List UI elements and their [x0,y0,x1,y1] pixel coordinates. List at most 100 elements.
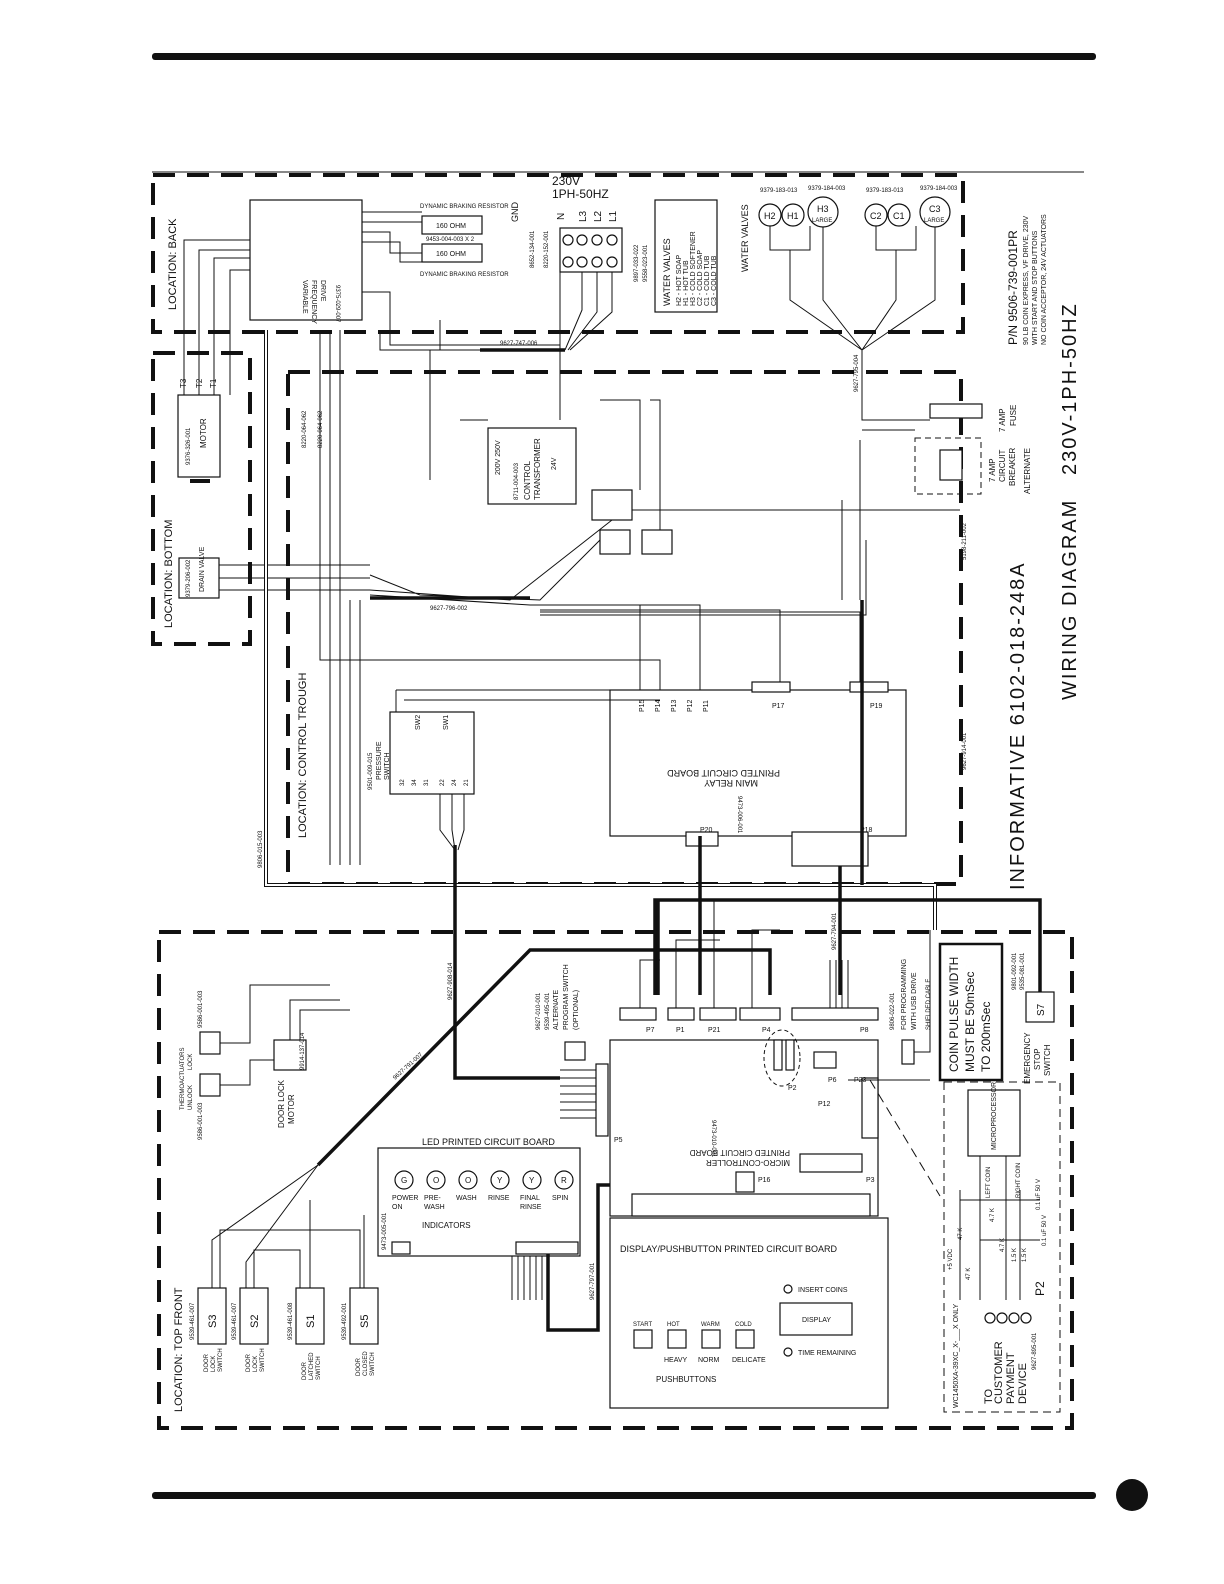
terminal-n: N [556,213,567,220]
switch-tags: S3 S2 S1 S5 [207,1315,371,1328]
valve-label-h2: H2 [764,211,776,221]
connector-p1 [667,1007,695,1021]
valve-c1 [887,203,911,227]
valve-part-2: 9379-184-003 [808,186,846,192]
switch-s5-box [349,1287,379,1345]
fuse-label-2: FUSE [1009,405,1018,426]
switch-tag-s1: S1 [305,1315,317,1328]
zone-bottom [151,351,252,646]
plug-p3: P3 [866,1177,875,1184]
alt-switch-label-2: PROGRAM SWITCH [563,964,570,1030]
switch-tag-s3: S3 [207,1315,219,1328]
vfd-label-1: VARIABLE [301,280,308,314]
plug-p19: P19 [870,703,883,710]
voltage-title: 230V-1PH-50HZ [1059,302,1081,475]
switch-wires [211,1164,365,1288]
pushbutton-top-label: START [633,1322,652,1328]
cable-795-004: 9627-795-004 [854,354,860,392]
legend-line: C2 - COLD SOAP [697,250,704,306]
led-letter: O [465,1176,471,1185]
water-valve-wires [769,226,936,351]
ps-terminal: 32 [400,779,406,786]
breaker-label-4: ALTERNATE [1023,448,1032,494]
payment-resistors: 47 K 47 K 4.7 K 4.7 K 1.5 K 1.5 K [958,1208,1028,1280]
micro-label-1: MICRO-CONTROLLER [706,1158,790,1167]
connector-p4 [739,1007,781,1021]
indicators-title: INDICATORS [422,1221,471,1230]
pressure-switch-label-2: SWITCH [384,752,391,780]
valve-h1 [781,203,805,227]
valve-large-c3: LARGE [924,218,944,224]
plug-p21: P21 [708,1027,721,1034]
alt-switch-part-1: 9627-010-001 [536,992,542,1030]
page-number-dot [1116,1479,1148,1511]
switch-label: SWITCH [370,1352,376,1376]
ps-terminal: 22 [440,779,446,786]
switch-labels: DOOR LOCK SWITCH DOOR LOCK SWITCH DOOR L… [204,1348,376,1380]
location-bottom-label: LOCATION: BOTTOM [163,520,175,628]
valve-part-4: 9379-184-003 [920,186,958,192]
valve-label-c3: C3 [929,204,941,214]
informative-title: INFORMATIVE 6102-018-248A [1007,561,1029,890]
pushbutton-top-label: HOT [667,1322,680,1328]
plug-p12: P12 [687,699,694,712]
cable-211-002: 5198-211-002 [962,522,968,560]
connector-p19 [849,681,889,693]
water-valve-legend-box [654,199,718,313]
plug-p15: P15 [639,699,646,712]
terminal-l2: L2 [593,210,604,222]
payment-label-1: TO [983,1388,995,1404]
switch-label: LOCK [253,1356,259,1372]
led-label: ON [392,1204,403,1211]
legend-line: C3 - COLD TUB [711,255,718,306]
usb-part: 9806-022-001 [890,992,896,1030]
legend-lines: H2 - HOT SOAP H1 - HOT TUB H3 - COLD SOF… [676,231,718,306]
lock-label: LOCK [188,1054,194,1070]
led-connector-left [391,1241,411,1255]
resistor-top-label: DYNAMIC BRAKING RESISTOR [420,204,509,210]
emergency-part-2: 9535-081-001 [1020,952,1026,990]
pressure-switch-label-1: PRESSURE [376,741,383,780]
block-part: 8652-134-001 [530,230,536,268]
plug-p12: P12 [818,1101,831,1108]
legend-line: C1 - COLD TUB [704,255,711,306]
supply-voltage: 230V [552,174,580,188]
resistor-label: 1.5 K [1012,1248,1018,1262]
plug-p14: P14 [655,699,662,712]
cable-064-062-b: 8220-064-062 [318,410,324,448]
led-indicator [490,1170,510,1190]
drain-valve-box [178,557,220,599]
switch-tag-s2: S2 [249,1315,261,1328]
microprocessor-box [967,1089,1021,1157]
ps-terminal: 34 [412,779,418,786]
switch-tag-s5: S5 [359,1315,371,1328]
motor-box [177,394,221,478]
legend-line: H2 - HOT SOAP [676,254,683,306]
switch-s3-box [197,1287,227,1345]
door-lock-label-1: DOOR LOCK [277,1079,286,1128]
valve-label-h1: H1 [787,211,799,221]
cable-908-014: 9627-908-014 [448,962,454,1000]
pushbutton [667,1329,687,1349]
usb-label-2: WITH USB DRIVE [911,972,918,1030]
location-control-trough-label: LOCATION: CONTROL TROUGH [297,673,309,838]
right-coin-label: RIGHT COIN [1016,1163,1022,1198]
cap-label-1: 0.1 uF 50 V [1036,1179,1042,1210]
cable-064-062-a: 8220-064-062 [302,410,308,448]
location-top-front-label: LOCATION: TOP FRONT [173,1287,185,1412]
vfd-label-2: FREQUENCY [310,280,317,324]
plug-p2: P2 [788,1085,797,1092]
cable-015-003: 9806-015-003 [258,830,264,868]
emergency-stop-label-3: SWITCH [1043,1044,1052,1076]
ps-terminal: 24 [452,779,458,786]
emergency-part-1: 9801-092-001 [1012,952,1018,990]
thermo-part-2: 9586-001-003 [198,1102,204,1140]
legend-part-1: 9897-033-022 [634,244,640,282]
plug-p17: P17 [772,703,785,710]
main-relay-plugs: P15 P14 P13 P12 P11 P17 P19 P20 P18 [639,699,883,834]
microprocessor-label: MICROPROCESSOR [991,1082,998,1150]
led-indicator [426,1170,446,1190]
display-label: DISPLAY [802,1317,831,1324]
payment-device-zone [943,1081,1061,1413]
coin-pulse-line-3: TO 200mSec [979,1002,993,1072]
